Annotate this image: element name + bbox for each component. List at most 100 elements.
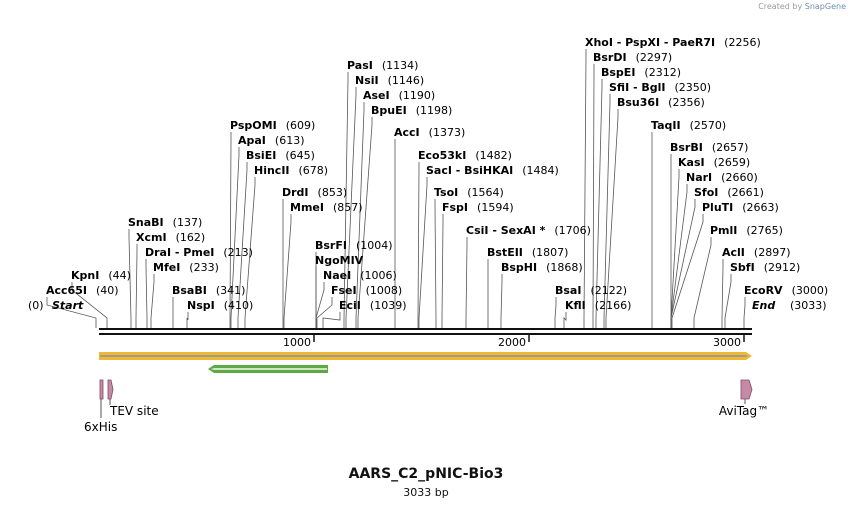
- enzyme-position: (3000): [792, 284, 829, 297]
- cut-site-label: NarI(2660): [686, 171, 758, 184]
- enzyme-name: BsaI: [555, 284, 581, 297]
- enzyme-position: (2356): [668, 96, 705, 109]
- feature-6xhis-tev: [99, 379, 114, 418]
- enzyme-name: PasI: [347, 59, 373, 72]
- enzyme-position: (853): [318, 186, 348, 199]
- enzyme-position: (2765): [746, 224, 783, 237]
- cut-site-label: BsrFI (1004): [315, 239, 393, 252]
- enzyme-name: DraI - PmeI: [145, 246, 214, 259]
- cut-site-line: [465, 237, 468, 328]
- enzyme-position: (213): [223, 246, 253, 259]
- enzyme-position: (2570): [690, 119, 727, 132]
- cut-site-line: [316, 297, 333, 328]
- cut-site-label: SfiI - BglI(2350): [609, 81, 711, 94]
- cut-site-label: NgoMIV: [315, 254, 364, 267]
- enzyme-position: (1564): [467, 186, 504, 199]
- enzyme-position: (137): [173, 216, 203, 229]
- cut-site-line: [670, 199, 696, 328]
- cut-site-line: [237, 162, 248, 328]
- cut-site-label: TsoI(1564): [434, 186, 504, 199]
- enzyme-name: EcoRV: [744, 284, 783, 297]
- enzyme-position: (1868): [546, 261, 583, 274]
- cut-site-line: [721, 259, 724, 328]
- start-pos: (0): [28, 299, 44, 312]
- enzyme-position: (1482): [475, 149, 512, 162]
- enzyme-name: BsrBI: [670, 141, 703, 154]
- cut-site-line: [595, 79, 603, 328]
- cut-site-label: BsaI(2122): [555, 284, 627, 297]
- enzyme-position: (2256): [724, 36, 761, 49]
- cut-site-label: BspHI (1868): [501, 261, 583, 274]
- cut-site-label: SfoI(2661): [694, 186, 764, 199]
- enzyme-name: Bsu36I: [617, 96, 659, 109]
- cut-site-line: [230, 147, 240, 328]
- start-marker: (0) Start: [28, 299, 84, 312]
- cut-site-label: PspOMI(609): [230, 119, 315, 132]
- enzyme-name: TaqII: [651, 119, 681, 132]
- enzyme-name: PspOMI: [230, 119, 277, 132]
- cut-site-label: BsaBI(341): [172, 284, 245, 297]
- enzyme-name: KpnI: [71, 269, 99, 282]
- cut-site-line: [500, 274, 503, 328]
- enzyme-position: (1807): [532, 246, 569, 259]
- cut-site-label: FspI(1594): [442, 201, 514, 214]
- cut-site-labels: Acc65I(40)KpnI(44)SnaBI(137)XcmI(162)Dra…: [46, 36, 828, 312]
- enzyme-name: BsaBI: [172, 284, 207, 297]
- enzyme-position: (857): [333, 201, 363, 214]
- enzyme-name: PluTI: [702, 201, 733, 214]
- enzyme-name: AccI: [394, 126, 420, 139]
- enzyme-name: SbfI: [730, 261, 755, 274]
- enzyme-name: SfiI - BglI: [609, 81, 666, 94]
- cut-site-label: BspEI(2312): [601, 66, 681, 79]
- cut-site-line: [345, 87, 357, 328]
- enzyme-name: FspI: [442, 201, 468, 214]
- enzyme-name: BsrDI: [593, 51, 627, 64]
- cut-site-line: [743, 297, 746, 328]
- enzyme-position: (1004): [356, 239, 393, 252]
- enzyme-name: BsrFI: [315, 239, 347, 252]
- orf-arrow-main: [99, 352, 752, 360]
- cut-site-line: [128, 229, 132, 328]
- cut-site-label: AseI(1190): [363, 89, 435, 102]
- cut-site-line: [441, 214, 444, 328]
- enzyme-name: EciI: [339, 299, 361, 312]
- end-label: End: [752, 299, 775, 312]
- enzyme-position: (233): [189, 261, 219, 274]
- enzyme-position: (40): [96, 284, 119, 297]
- cut-site-line: [355, 102, 365, 328]
- enzyme-name: NspI: [187, 299, 215, 312]
- cut-site-label: SnaBI(137): [128, 216, 202, 229]
- cut-site-label: XcmI(162): [136, 231, 205, 244]
- cut-site-line: [71, 282, 108, 328]
- enzyme-position: (1006): [360, 269, 397, 282]
- enzyme-position: (645): [285, 149, 315, 162]
- tick-label-3000: 3000: [713, 336, 741, 349]
- enzyme-name: MmeI: [290, 201, 324, 214]
- cut-site-label: KasI(2659): [678, 156, 750, 169]
- enzyme-name: AclI: [722, 246, 745, 259]
- enzyme-position: (1134): [382, 59, 419, 72]
- scale-ticks: 1000 2000 3000: [283, 334, 745, 349]
- cut-site-line: [186, 312, 189, 328]
- cut-site-label: SbfI(2912): [730, 261, 800, 274]
- cut-site-label: NsiI(1146): [355, 74, 424, 87]
- enzyme-position: (1198): [416, 104, 453, 117]
- cut-site-line: [554, 297, 557, 328]
- cut-site-label: BsrDI(2297): [593, 51, 672, 64]
- enzyme-name: BspHI: [501, 261, 537, 274]
- cut-site-label: Eco53kI (1482): [418, 149, 512, 162]
- enzyme-position: (2897): [754, 246, 791, 259]
- enzyme-position: (2660): [721, 171, 758, 184]
- cut-site-label: ApaI(613): [238, 134, 305, 147]
- enzyme-name: SfoI: [694, 186, 718, 199]
- enzyme-position: (2659): [714, 156, 751, 169]
- cut-site-line: [603, 94, 611, 328]
- enzyme-name: Eco53kI: [418, 149, 466, 162]
- enzyme-name: DrdI: [282, 186, 309, 199]
- enzyme-name: KflI: [565, 299, 586, 312]
- feature-label-6xhis: 6xHis: [84, 420, 117, 434]
- map-length: 3033 bp: [403, 486, 449, 499]
- cut-site-line: [343, 72, 349, 328]
- enzyme-position: (162): [176, 231, 206, 244]
